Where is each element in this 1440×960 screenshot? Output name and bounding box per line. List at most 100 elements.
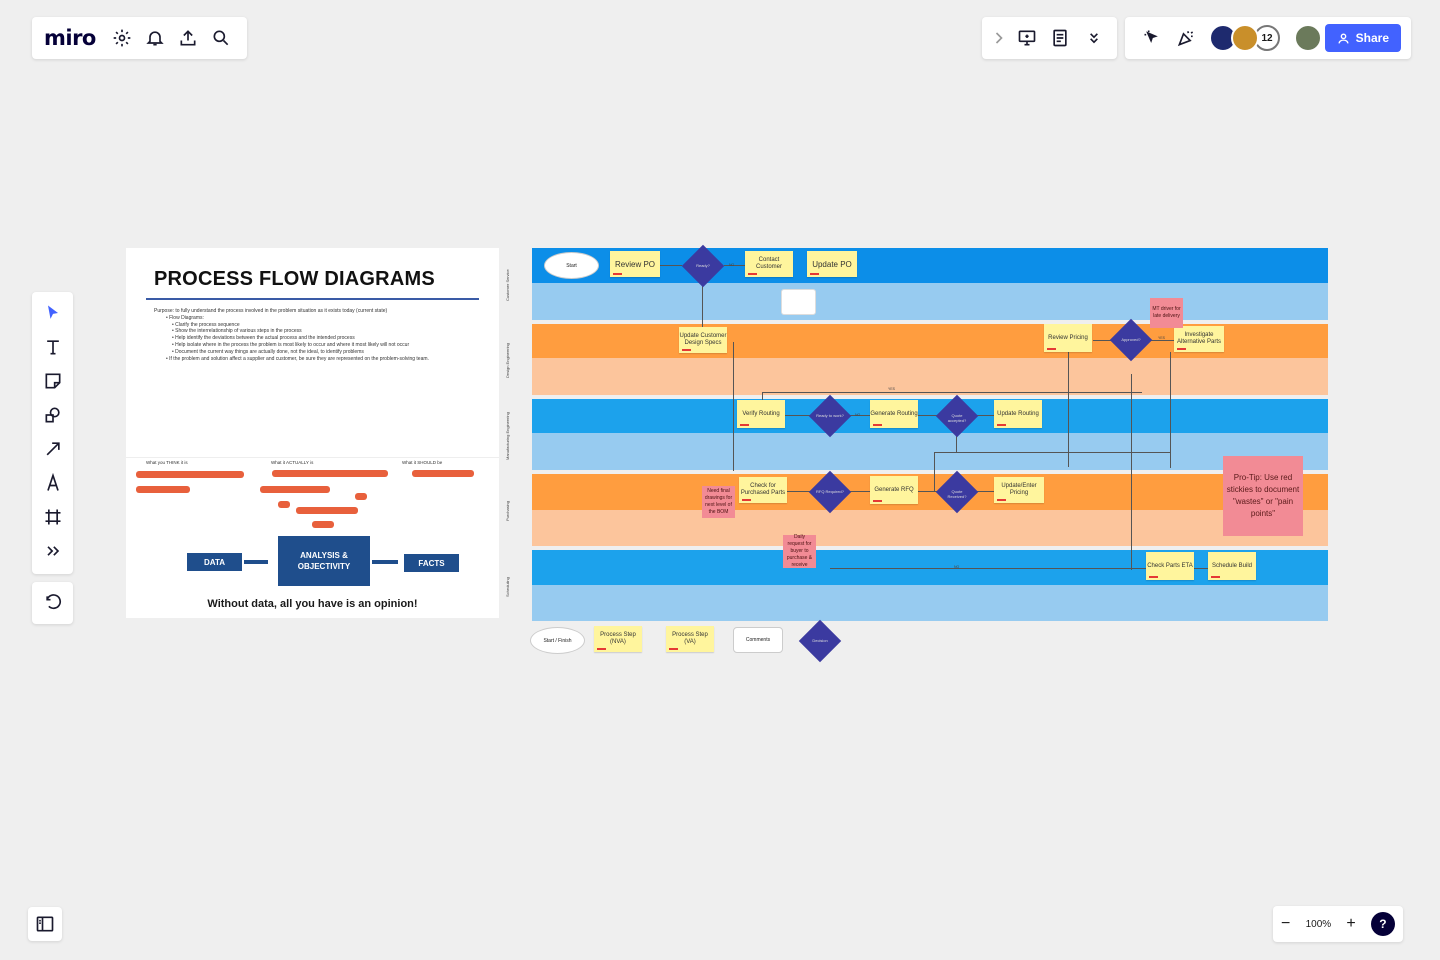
share-button[interactable]: Share (1324, 24, 1401, 52)
select-cursor-icon[interactable] (32, 296, 73, 330)
pain-point-sticky[interactable]: Need final drawings for next level of th… (702, 486, 735, 518)
settings-icon[interactable] (106, 21, 139, 55)
process-step[interactable]: Update Routing (994, 400, 1042, 428)
zoom-out-icon[interactable]: − (1281, 915, 1291, 932)
branch-label: NO (954, 565, 960, 569)
chevron-right-icon[interactable] (988, 21, 1010, 55)
connector (724, 265, 746, 266)
process-step[interactable]: Contact Customer (745, 251, 793, 277)
divider (126, 457, 499, 458)
bullet: • Clarify the process sequence (172, 321, 240, 328)
zoom-level[interactable]: 100% (1305, 918, 1332, 930)
chevron-double-down-icon[interactable] (1077, 21, 1111, 55)
bullet: • Help isolate where in the process the … (172, 341, 410, 348)
decision-label: Ready to work? (816, 413, 844, 418)
lane-label: Purchasing (505, 501, 510, 522)
lane-mfg-eng-body (532, 433, 1328, 470)
user-icon (1338, 32, 1349, 43)
flow-shapes (412, 470, 474, 477)
collaborators[interactable]: 12 (1209, 24, 1280, 52)
share-toolbar: 12 Share (1125, 17, 1411, 59)
creation-toolbar (32, 292, 73, 574)
process-step[interactable]: Update/Enter Pricing (994, 477, 1044, 503)
title-divider (146, 298, 479, 300)
comment-box[interactable] (781, 289, 816, 315)
bullet: • Show the interrelationship of various … (172, 328, 302, 335)
lane-purchasing-body (532, 510, 1328, 546)
arrow-line-icon[interactable] (32, 432, 73, 466)
bell-icon[interactable] (139, 21, 172, 55)
decision-label: Quote accepted? (947, 413, 967, 423)
more-tools-icon[interactable] (32, 534, 73, 568)
start-oval[interactable]: Start (544, 252, 599, 279)
connector (702, 282, 703, 327)
search-icon[interactable] (204, 21, 237, 55)
connector (660, 265, 682, 266)
flow-shapes (355, 493, 367, 500)
bullet: • Help identify the deviations between t… (172, 335, 355, 342)
process-step[interactable]: Check Parts ETA (1146, 552, 1194, 580)
connector (918, 491, 938, 492)
frame-icon[interactable] (32, 500, 73, 534)
arrow (244, 560, 268, 564)
process-step[interactable]: Check for Purchased Parts (739, 477, 787, 503)
legend-start-finish[interactable]: Start / Finish (530, 627, 585, 654)
connector (762, 392, 763, 402)
collaboration-toolbar (982, 17, 1117, 59)
process-step[interactable]: Review Pricing (1044, 324, 1092, 352)
flow-heading: • Flow Diagrams: (166, 314, 204, 321)
pen-icon[interactable] (32, 466, 73, 500)
slide-body: Purpose: to fully understand the process… (154, 308, 474, 362)
branch-label: NO (729, 263, 735, 267)
user-avatar[interactable] (1294, 24, 1322, 52)
col-should: What it SHOULD be (402, 460, 443, 465)
legend-comments[interactable]: Comments (733, 627, 783, 653)
sidebar-toggle[interactable] (28, 907, 62, 941)
flow-shapes (312, 521, 334, 528)
pro-tip-sticky[interactable]: Pro-Tip: Use red stickies to document "w… (1223, 456, 1303, 536)
pain-point-sticky[interactable]: Daily request for buyer to purchase & re… (783, 534, 816, 568)
lane-design-eng-body (532, 358, 1328, 395)
sticky-note-icon[interactable] (32, 364, 73, 398)
process-step[interactable]: Update Customer Design Specs (679, 327, 727, 353)
pain-point-sticky[interactable]: MT driver for late delivery (1150, 298, 1183, 328)
connector (977, 491, 997, 492)
miro-logo[interactable]: miro (44, 26, 96, 50)
decision-label: Decision (812, 638, 828, 643)
zoom-in-icon[interactable]: + (1346, 915, 1356, 932)
lane-scheduling-header (532, 550, 1328, 585)
arrow (372, 560, 398, 564)
help-button[interactable]: ? (1370, 912, 1395, 936)
undo-icon[interactable] (36, 586, 70, 620)
avatar[interactable] (1231, 24, 1259, 52)
process-step[interactable]: Investigate Alternative Parts (1174, 326, 1224, 352)
text-icon[interactable] (32, 330, 73, 364)
process-step[interactable]: Generate RFQ (870, 476, 918, 504)
share-label: Share (1355, 31, 1389, 45)
notes-icon[interactable] (1044, 21, 1078, 55)
slide-footer: Without data, all you have is an opinion… (207, 598, 418, 610)
lane-mfg-eng-header (532, 399, 1328, 433)
zoom-controls: − 100% + ? (1273, 906, 1403, 942)
legend-process-va[interactable]: Process Step (VA) (666, 626, 714, 652)
process-flow-slide[interactable]: PROCESS FLOW DIAGRAMS Purpose: to fully … (126, 248, 499, 618)
legend-process-nva[interactable]: Process Step (NVA) (594, 626, 642, 652)
process-step[interactable]: Update PO (807, 251, 857, 277)
process-step[interactable]: Review PO (610, 251, 660, 277)
facts-box: FACTS (404, 554, 459, 572)
connector (762, 392, 1142, 393)
presentation-icon[interactable] (1010, 21, 1044, 55)
upload-icon[interactable] (171, 21, 204, 55)
flow-shapes (272, 470, 388, 477)
process-step[interactable]: Generate Routing (870, 400, 918, 428)
shapes-icon[interactable] (32, 398, 73, 432)
connector (850, 415, 872, 416)
sidebar-icon (36, 916, 54, 932)
lane-customer-service-body (532, 283, 1328, 320)
celebrate-icon[interactable] (1169, 21, 1203, 55)
process-step[interactable]: Schedule Build (1208, 552, 1256, 580)
lane-label: Manufacturing Engineering (505, 412, 510, 460)
decision-label: Approved? (1121, 337, 1141, 342)
cursor-icon[interactable] (1135, 21, 1169, 55)
process-step[interactable]: Verify Routing (737, 400, 785, 428)
